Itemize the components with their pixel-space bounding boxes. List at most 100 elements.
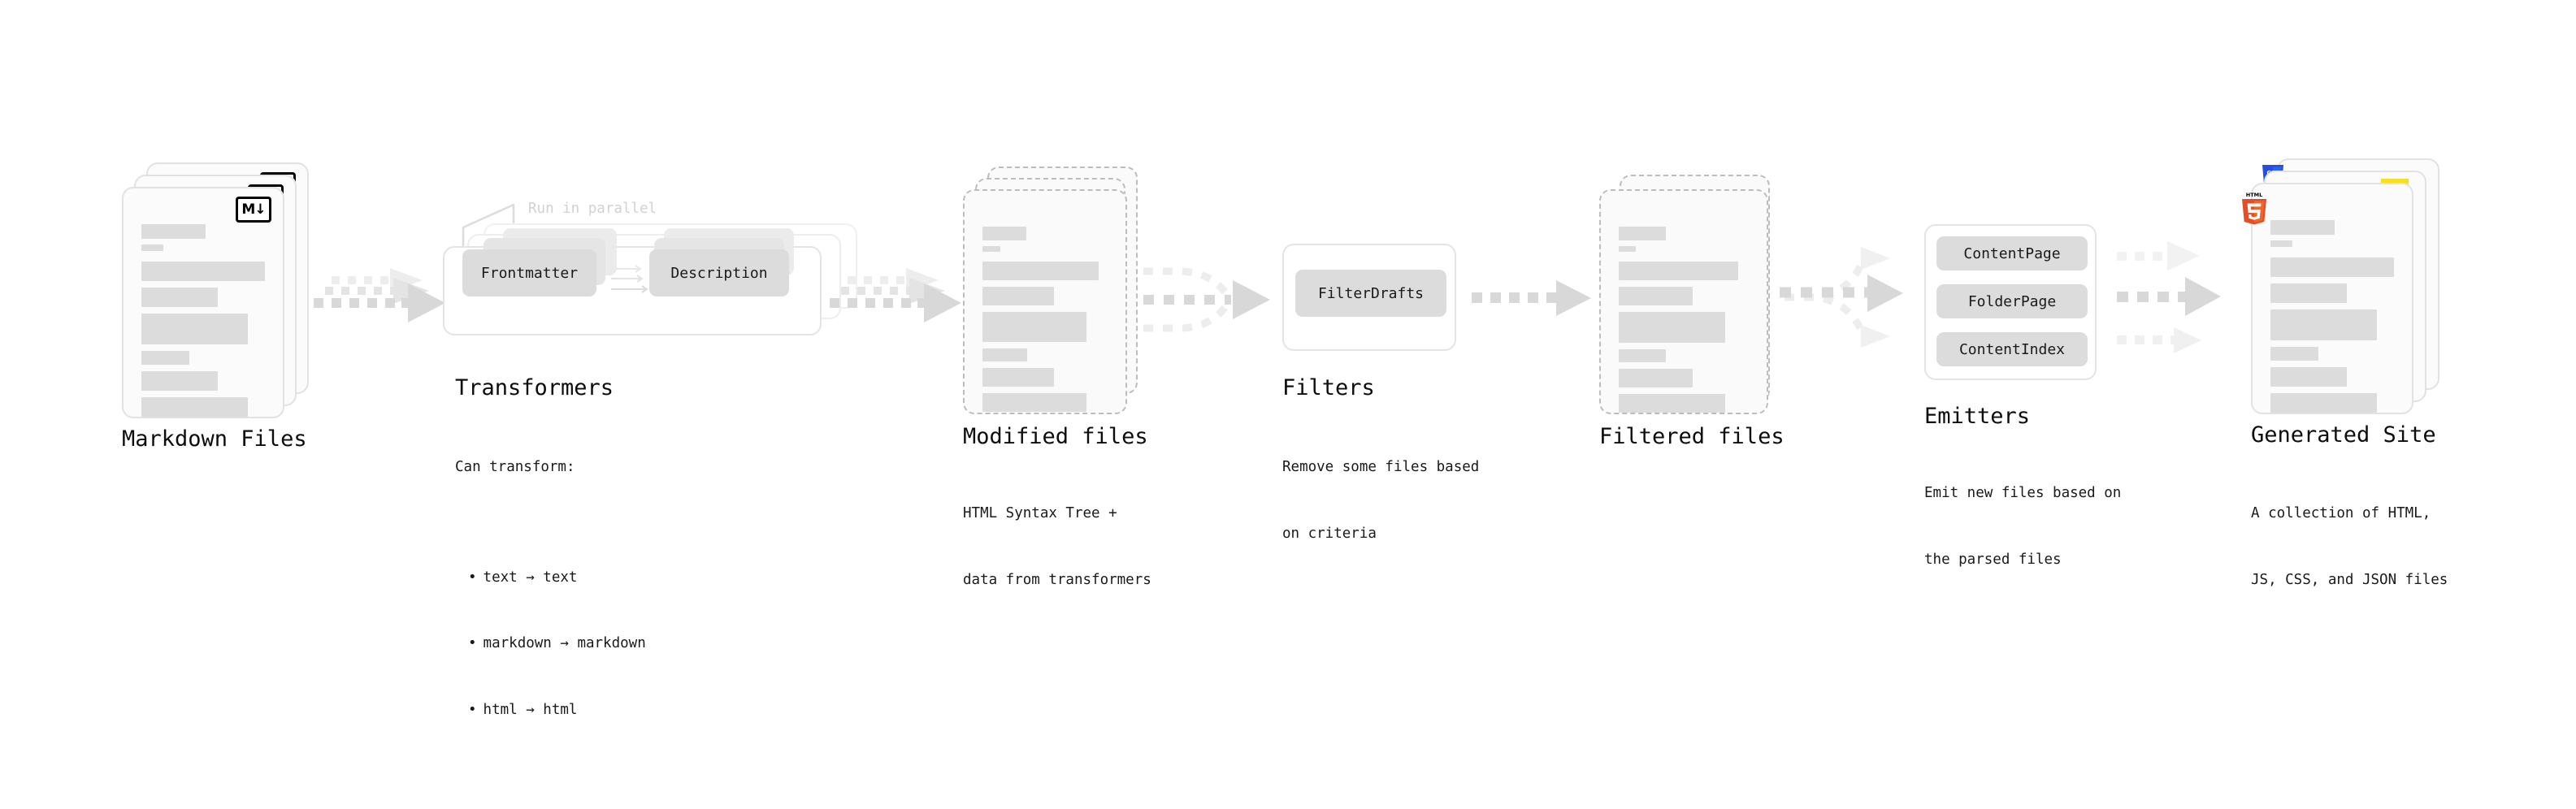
- caption-line: Emit new files based on: [1924, 485, 2122, 502]
- caption-line: data from transformers: [963, 571, 1151, 588]
- modified-card-front: [963, 189, 1127, 414]
- caption-line: Can transform:: [455, 459, 575, 476]
- html5-icon: HTML: [2240, 191, 2269, 225]
- transform-list: text → text markdown → markdown html → h…: [455, 523, 646, 765]
- page-title-emitters: Emitters: [1924, 404, 2031, 429]
- emitters-group-box: ContentPage FolderPage ContentIndex: [1924, 224, 2097, 380]
- chip-contentpage[interactable]: ContentPage: [1936, 236, 2088, 270]
- modified-card-stack: [963, 167, 1138, 418]
- run-in-parallel-label: Run in parallel: [528, 201, 657, 217]
- connector-md-to-transformers: [309, 268, 455, 333]
- content-line: [141, 262, 265, 281]
- chip-filterdrafts[interactable]: FilterDrafts: [1295, 270, 1446, 317]
- connector-filtered-to-emitters: [1780, 236, 1914, 359]
- chip-frontmatter[interactable]: Frontmatter: [462, 249, 596, 296]
- page-title-filters: Filters: [1282, 375, 1375, 400]
- html5-logo-svg: HTML: [2242, 192, 2266, 225]
- stage-modified-files: [963, 167, 1138, 418]
- content-line: [2270, 393, 2377, 413]
- content-line: [982, 246, 1000, 252]
- content-line: [141, 371, 219, 391]
- markdown-card-front: M↓: [122, 187, 284, 418]
- connector-filters-to-filtered: [1467, 280, 1597, 319]
- content-line: [141, 314, 248, 344]
- content-line: [1619, 369, 1693, 387]
- caption-transformers: Can transform: text → text markdown → ma…: [455, 413, 646, 809]
- card-content-lines: [1619, 227, 1749, 413]
- parallel-dotted-arrow-triple: [2117, 241, 2221, 353]
- caption-modified-files: HTML Syntax Tree + data from transformer…: [963, 459, 1151, 635]
- caption-line: JS, CSS, and JSON files: [2251, 571, 2448, 588]
- generated-card-stack: CSS JS HTML: [2242, 158, 2439, 414]
- generated-card-front: HTML: [2242, 183, 2413, 414]
- list-item: html → html: [468, 699, 646, 721]
- content-line: [1619, 394, 1726, 413]
- content-line: [982, 312, 1086, 342]
- card-content-lines: [2270, 220, 2394, 413]
- merge-dotted-arrow: [1143, 267, 1270, 332]
- content-line: [2270, 367, 2348, 387]
- svg-text:HTML: HTML: [2246, 192, 2262, 198]
- filtered-card-stack: [1599, 175, 1774, 426]
- caption-line: HTML Syntax Tree +: [963, 505, 1117, 522]
- content-line: [141, 224, 206, 239]
- content-line: [982, 348, 1028, 361]
- caption-line: Remove some files based: [1282, 459, 1480, 476]
- content-line: [1619, 312, 1726, 343]
- page-title-filtered-files: Filtered files: [1599, 424, 1785, 449]
- split-dotted-arrow: [1780, 247, 1903, 348]
- content-line: [1619, 227, 1666, 240]
- connector-transformers-to-modified: [825, 268, 967, 333]
- content-line: [2270, 240, 2293, 247]
- content-line: [141, 397, 248, 417]
- content-line: [982, 393, 1086, 412]
- page-title-markdown-files: Markdown Files: [122, 426, 307, 452]
- list-item: text → text: [468, 567, 646, 589]
- single-dotted-arrow: [1472, 280, 1591, 316]
- list-item: markdown → markdown: [468, 633, 646, 655]
- filters-group-box: FilterDrafts: [1282, 244, 1456, 351]
- connector-emitters-to-site: [2117, 231, 2251, 355]
- page-title-generated-site: Generated Site: [2251, 422, 2436, 448]
- content-line: [141, 351, 190, 365]
- chip-folderpage[interactable]: FolderPage: [1936, 284, 2088, 318]
- markdown-card-stack: M↓ M↓ M↓: [122, 162, 309, 418]
- content-line: [1619, 287, 1693, 305]
- content-line: [1619, 262, 1739, 280]
- card-content-lines: [141, 224, 265, 417]
- content-line: [1619, 246, 1636, 252]
- content-line: [982, 287, 1054, 305]
- chip-contentindex[interactable]: ContentIndex: [1936, 332, 2088, 366]
- stage-markdown-files: M↓ M↓ M↓: [122, 162, 309, 418]
- content-line: [141, 244, 164, 251]
- content-line: [2270, 220, 2335, 235]
- content-line: [982, 227, 1026, 240]
- content-line: [141, 288, 219, 307]
- caption-line: the parsed files: [1924, 551, 2062, 568]
- chip-connector-arrows: [611, 265, 648, 293]
- caption-line: A collection of HTML,: [2251, 505, 2431, 522]
- chip-description[interactable]: Description: [649, 249, 789, 296]
- content-line: [982, 262, 1099, 280]
- content-line: [1619, 349, 1666, 362]
- parallel-dotted-arrow: [830, 268, 961, 322]
- content-line: [2270, 347, 2319, 361]
- filtered-card-front: [1599, 189, 1768, 414]
- stage-filtered-files: [1599, 175, 1774, 426]
- content-line: [2270, 257, 2394, 277]
- connector-modified-to-filters: [1134, 253, 1276, 344]
- caption-generated-site: A collection of HTML, JS, CSS, and JSON …: [2251, 459, 2448, 635]
- stage-generated-site: CSS JS HTML: [2242, 158, 2439, 414]
- page-title-transformers: Transformers: [455, 375, 614, 400]
- pipeline-diagram: M↓ M↓ M↓ Markdown Files: [0, 0, 2576, 681]
- content-line: [2270, 309, 2377, 340]
- content-line: [982, 368, 1054, 387]
- card-content-lines: [982, 227, 1108, 412]
- markdown-badge-label: M: [241, 201, 255, 218]
- caption-emitters: Emit new files based on the parsed files: [1924, 439, 2121, 615]
- content-line: [2270, 283, 2348, 303]
- caption-line: on criteria: [1282, 525, 1377, 542]
- markdown-badge: M↓: [236, 197, 271, 223]
- parallel-bracket-icon: [462, 203, 515, 250]
- parallel-dotted-arrow: [314, 268, 445, 322]
